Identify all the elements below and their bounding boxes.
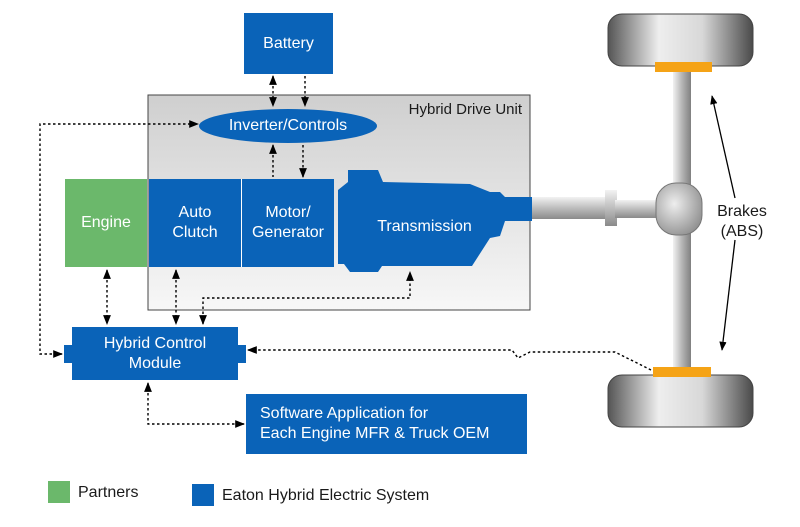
front-wheel-tire (607, 13, 754, 67)
hcm-to-inverter-connector (39, 120, 199, 358)
legend-partners-swatch (48, 481, 70, 503)
legend-eaton-swatch (192, 484, 214, 506)
axle-upper (673, 65, 691, 210)
hybrid-control-module-shape (64, 327, 246, 380)
inverter-controls-ellipse (199, 109, 377, 143)
front-brake (655, 62, 712, 72)
axle-lower (673, 218, 691, 368)
brakes-to-hcm-connector (247, 346, 652, 371)
engine-box (65, 179, 147, 267)
brake-arrow-down (719, 239, 736, 351)
rear-wheel-tire (607, 374, 754, 428)
hcm-to-software-connector (144, 382, 245, 428)
differential-housing (655, 182, 703, 236)
brake-arrow-up (710, 95, 736, 199)
motor-generator-box (242, 179, 334, 267)
auto-clutch-box (149, 179, 241, 267)
driveshaft-flange (605, 190, 617, 226)
hcm-to-transmission-connector (199, 271, 414, 325)
driveshaft (530, 197, 612, 219)
battery-box (244, 13, 333, 74)
software-application-box (246, 394, 527, 454)
transmission-shape (338, 170, 532, 272)
rear-brake (653, 367, 711, 377)
connectors (39, 75, 652, 428)
